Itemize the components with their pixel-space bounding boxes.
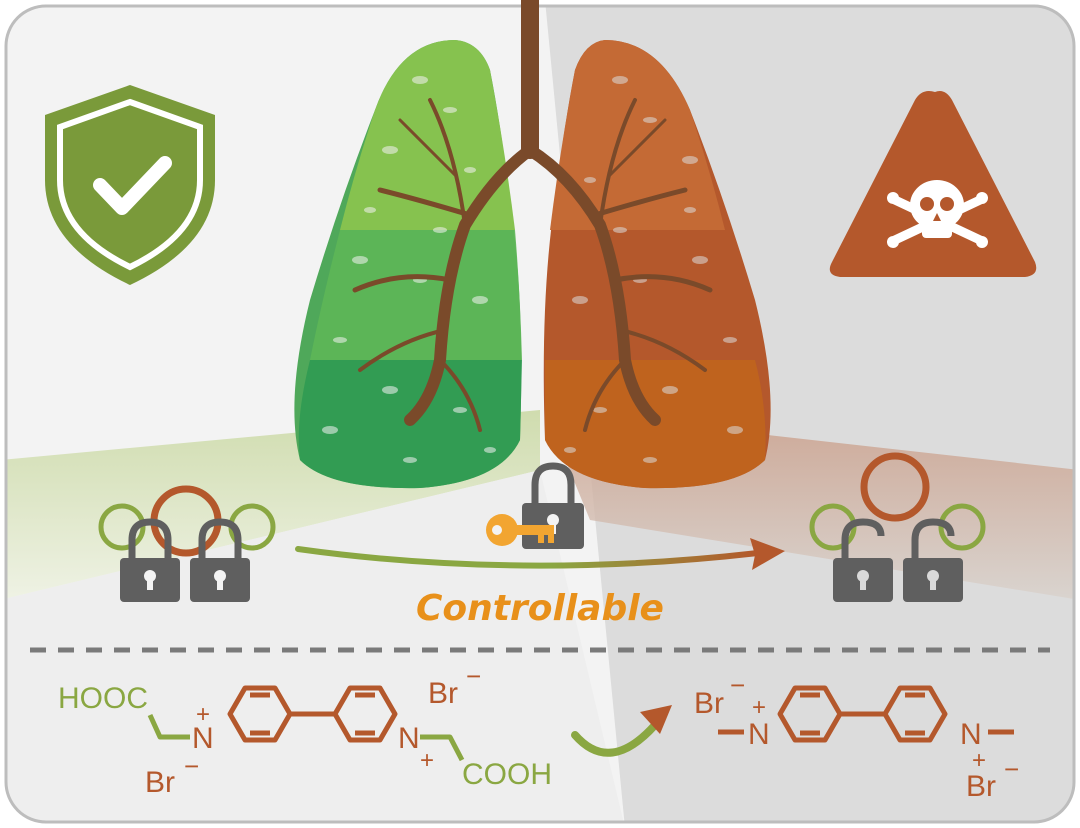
hooc-label: HOOC bbox=[58, 682, 148, 715]
conversion-arrow bbox=[571, 705, 672, 757]
plus-label: + bbox=[752, 694, 766, 721]
cooh-label: COOH bbox=[462, 758, 552, 791]
padlock-icon bbox=[190, 518, 250, 602]
bromide-label: Br bbox=[145, 766, 175, 799]
nitrogen-label: N bbox=[748, 718, 770, 751]
minus-label: − bbox=[184, 751, 199, 781]
bromide-label: Br bbox=[966, 770, 996, 803]
controllable-label: Controllable bbox=[416, 588, 664, 629]
nitrogen-label: N bbox=[192, 722, 214, 755]
plus-label: + bbox=[972, 747, 986, 774]
bromide-label: Br bbox=[694, 687, 724, 720]
molecule-left bbox=[147, 685, 465, 762]
plus-label: + bbox=[196, 701, 210, 728]
locked-rotaxane-left bbox=[98, 485, 276, 602]
controllable-arrow bbox=[295, 538, 785, 570]
lungs-illustration bbox=[294, 0, 771, 489]
shield-check-icon bbox=[45, 85, 215, 285]
bromide-label: Br bbox=[428, 677, 458, 710]
molecule-right bbox=[718, 685, 1014, 743]
unlocked-rotaxane-right bbox=[809, 452, 986, 602]
molecule-left-labels: HOOC N + Br − N + Br − COOH bbox=[58, 661, 552, 799]
plus-label: + bbox=[420, 747, 434, 774]
padlock-icon bbox=[120, 518, 180, 602]
padlock-icon bbox=[903, 518, 963, 602]
padlock-icon bbox=[833, 518, 893, 602]
minus-label: − bbox=[1004, 754, 1019, 784]
bronchial-tree bbox=[352, 0, 713, 432]
key-icon bbox=[486, 514, 554, 546]
molecule-right-labels: Br − + N N + Br − bbox=[694, 670, 1019, 803]
frame-border bbox=[4, 4, 1076, 824]
nitrogen-label: N bbox=[398, 722, 420, 755]
minus-label: − bbox=[466, 661, 481, 691]
skull-warning-icon bbox=[829, 91, 1037, 277]
nitrogen-label: N bbox=[960, 718, 982, 751]
minus-label: − bbox=[730, 670, 745, 700]
healthy-lung-left bbox=[294, 40, 522, 489]
